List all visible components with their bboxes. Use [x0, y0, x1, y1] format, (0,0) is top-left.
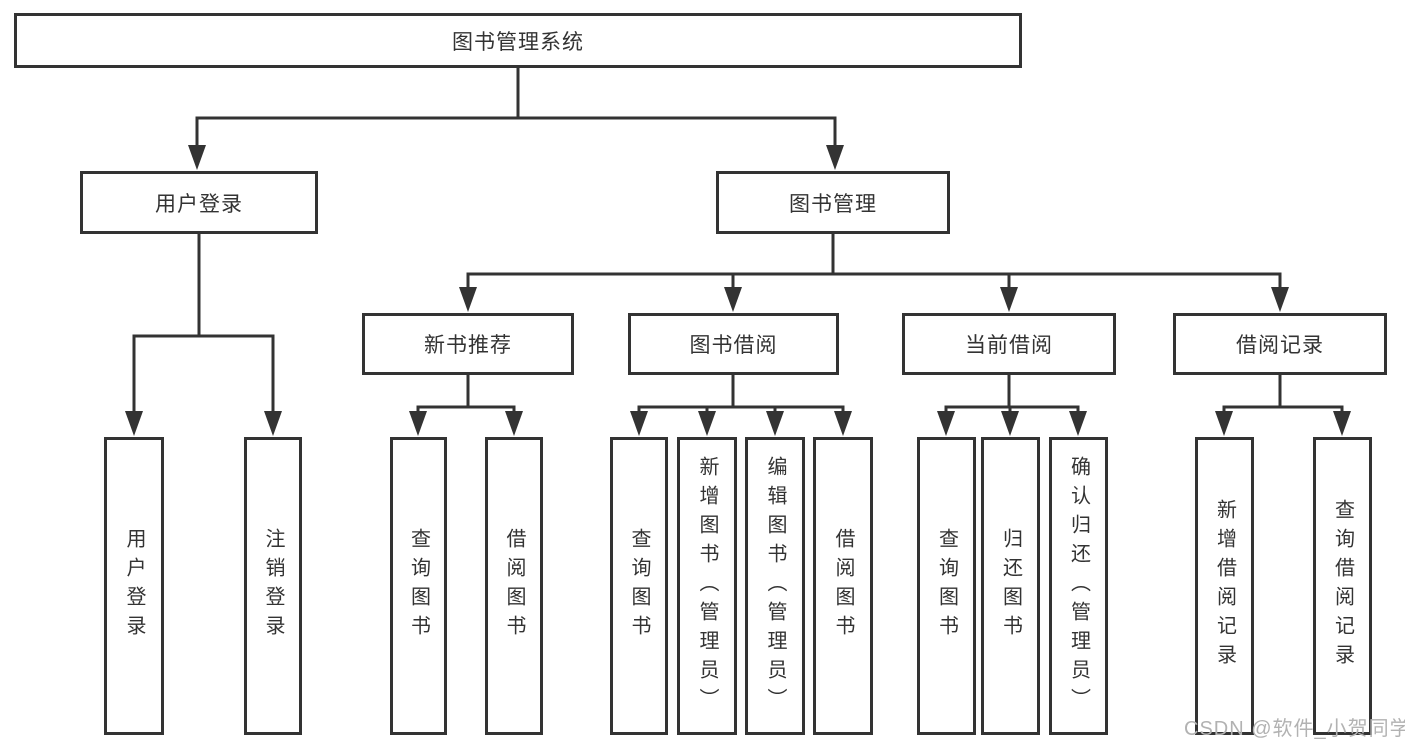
- node-borrow-record: 借阅记录: [1173, 313, 1387, 375]
- leaf-user-login: 用户登录: [104, 437, 164, 735]
- leaf-bb-add-books: 新增图书（管理员）: [677, 437, 737, 735]
- leaf-bb-borrow-books: 借阅图书: [813, 437, 873, 735]
- node-new-book-recommend: 新书推荐: [362, 313, 574, 375]
- leaf-logout: 注销登录: [244, 437, 302, 735]
- leaf-br-query-record: 查询借阅记录: [1313, 437, 1372, 735]
- leaf-br-add-record: 新增借阅记录: [1195, 437, 1254, 735]
- node-book-management: 图书管理: [716, 171, 950, 234]
- leaf-cb-return-books: 归还图书: [981, 437, 1040, 735]
- node-book-borrow: 图书借阅: [628, 313, 839, 375]
- leaf-nb-query-books: 查询图书: [390, 437, 447, 735]
- leaf-cb-query-books: 查询图书: [917, 437, 976, 735]
- node-current-borrow: 当前借阅: [902, 313, 1116, 375]
- leaf-cb-confirm-return: 确认归还（管理员）: [1049, 437, 1108, 735]
- leaf-bb-edit-books: 编辑图书（管理员）: [745, 437, 805, 735]
- csdn-watermark: CSDN @软件_小贺同学: [1184, 718, 1405, 740]
- node-library-system: 图书管理系统: [14, 13, 1022, 68]
- node-user-login: 用户登录: [80, 171, 318, 234]
- leaf-nb-borrow-books: 借阅图书: [485, 437, 543, 735]
- leaf-bb-query-books: 查询图书: [610, 437, 668, 735]
- arrowheads: [125, 145, 1351, 436]
